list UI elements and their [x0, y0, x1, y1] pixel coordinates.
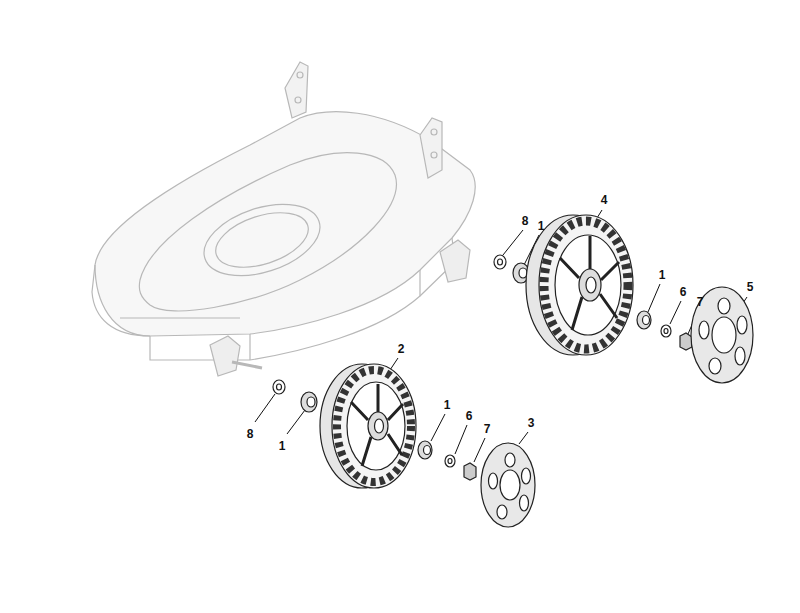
- callout-number: 7: [696, 295, 705, 309]
- callout-number: 1: [443, 398, 452, 412]
- callout-number: 2: [397, 342, 406, 356]
- callout-number: 1: [537, 219, 546, 233]
- callout-number: 8: [246, 427, 255, 441]
- callout-number: 6: [679, 285, 688, 299]
- callout-number: 6: [465, 409, 474, 423]
- front-wheel-parts: [273, 364, 535, 527]
- rear-wheel-parts: [494, 215, 753, 383]
- callout-number: 3: [527, 416, 536, 430]
- callout-number: 4: [600, 193, 609, 207]
- callout-number: 8: [521, 214, 530, 228]
- mower-deck: [92, 62, 475, 376]
- callout-number: 1: [278, 439, 287, 453]
- callout-number: 1: [658, 268, 667, 282]
- callout-number: 5: [746, 280, 755, 294]
- callout-number: 7: [483, 422, 492, 436]
